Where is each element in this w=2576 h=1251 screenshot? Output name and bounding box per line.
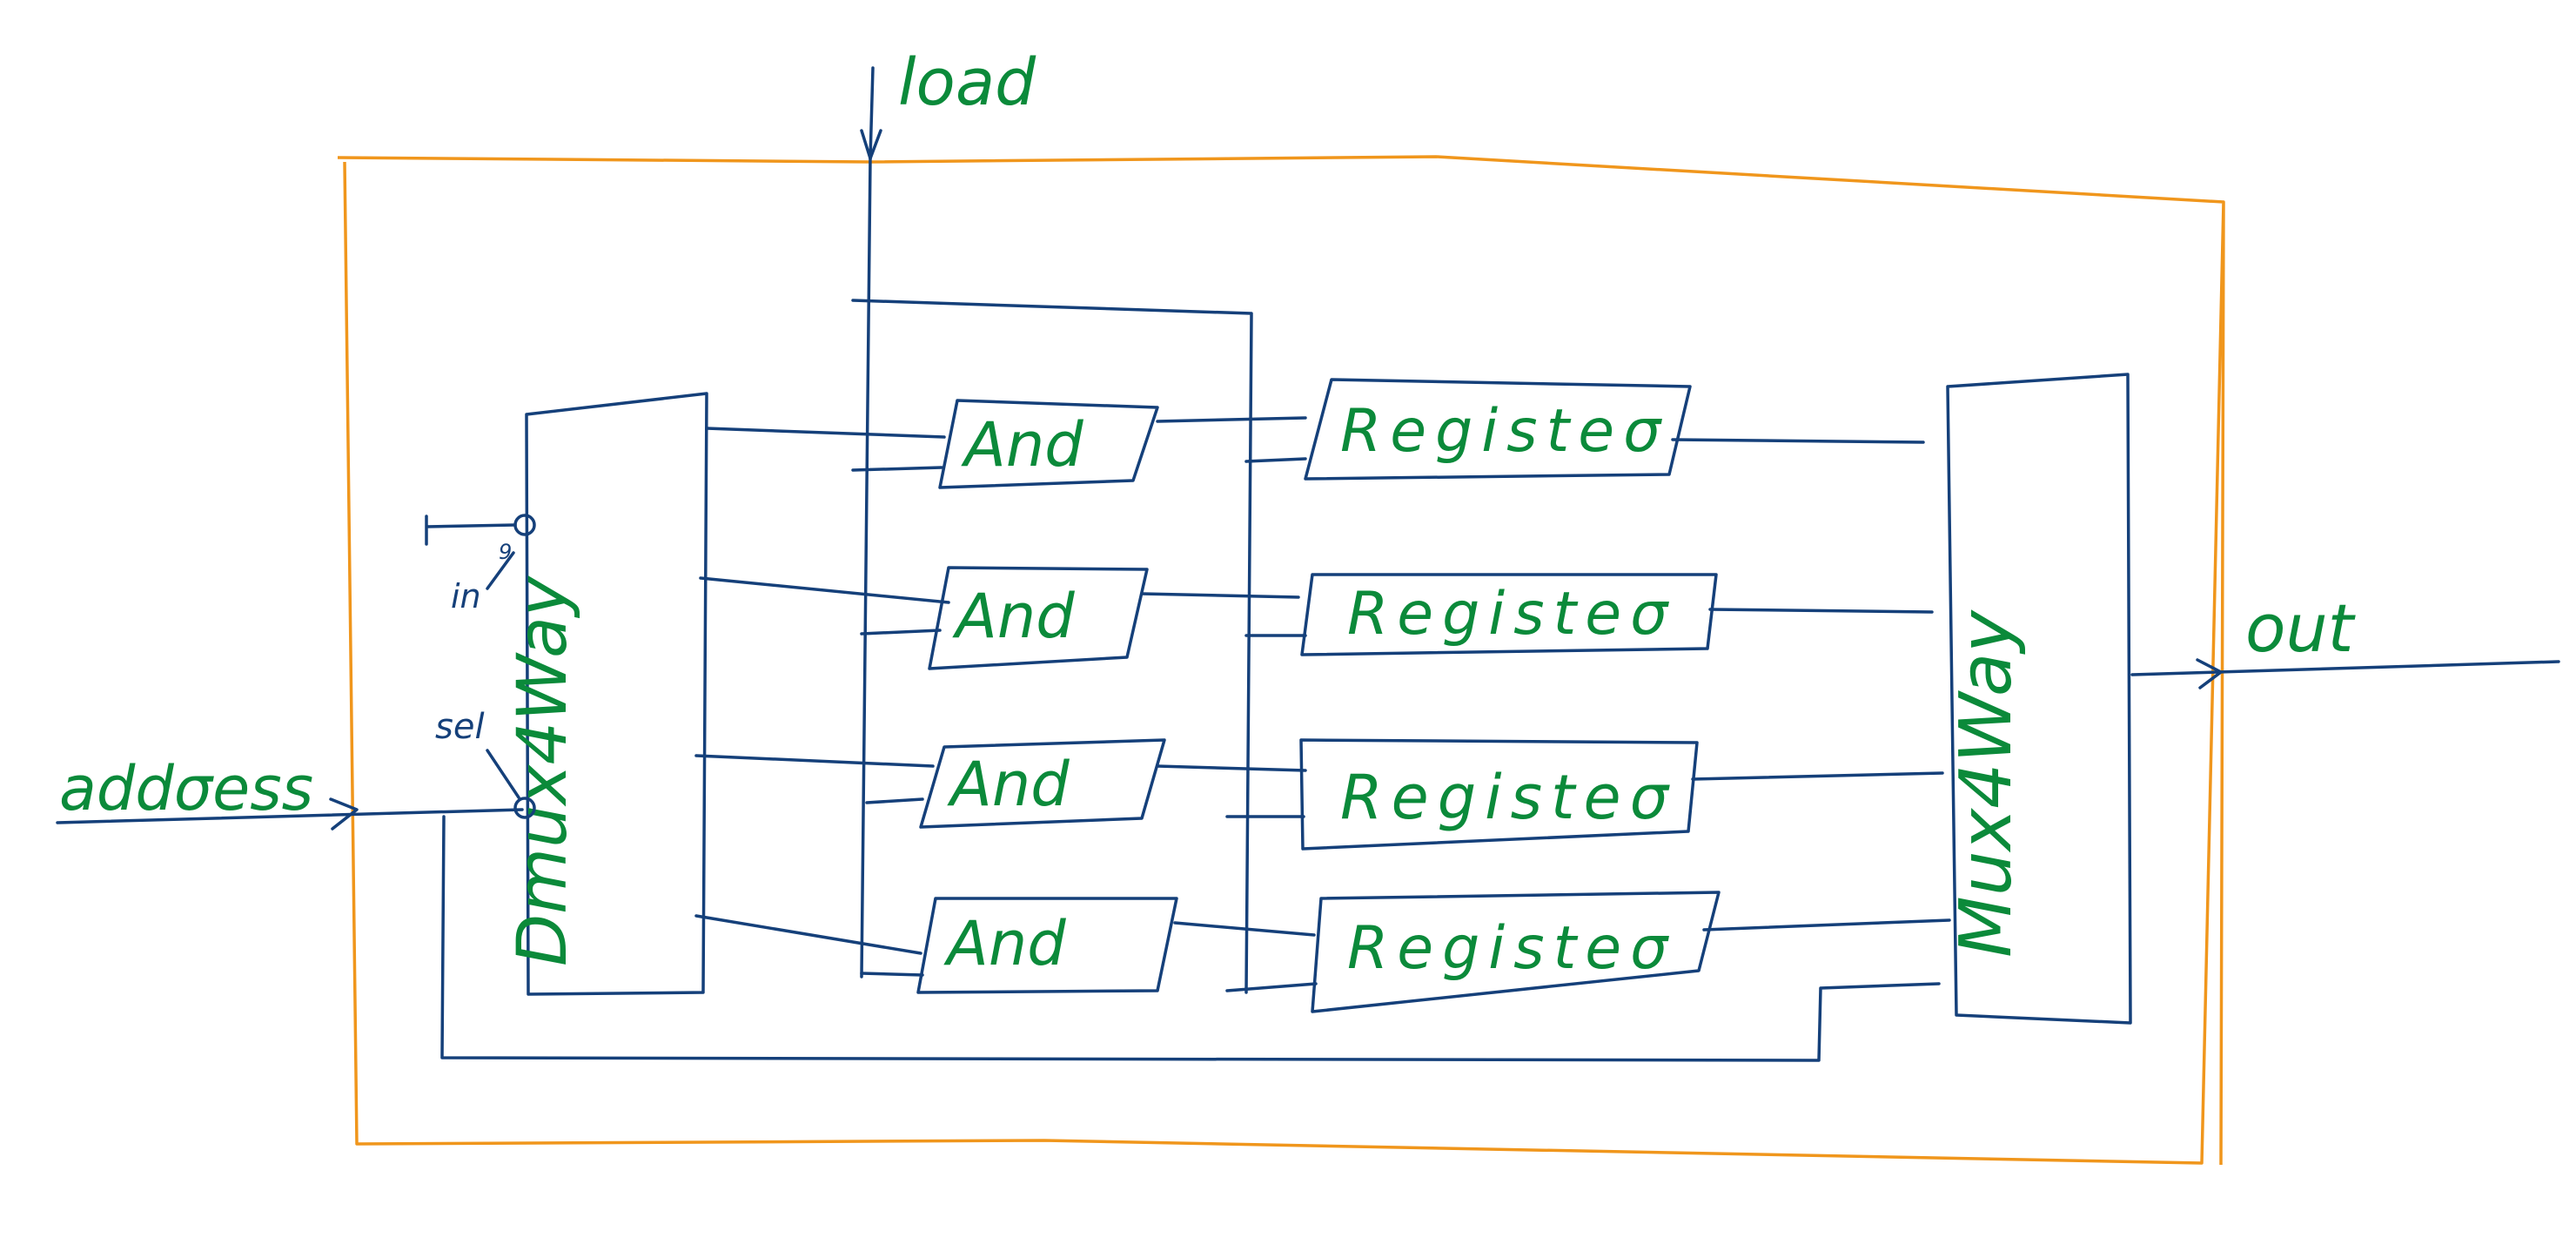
dmux-out-2 bbox=[694, 754, 935, 768]
and-gate-2-label: And bbox=[952, 581, 1075, 652]
mux4way-block bbox=[1946, 373, 2132, 1025]
and-gate-4-label: And bbox=[943, 908, 1066, 979]
in-bit-label: 9 bbox=[499, 540, 512, 564]
address-bus-to-mux bbox=[440, 815, 1941, 1062]
mux4way-label: Mux4Way bbox=[1945, 609, 2028, 958]
reg-load-1 bbox=[1244, 457, 1307, 463]
sel-label: sel bbox=[435, 707, 485, 747]
out-wire bbox=[2130, 660, 2560, 676]
and-gate-3-label: And bbox=[947, 749, 1070, 820]
in-label: in bbox=[451, 577, 481, 615]
reg-out-1 bbox=[1671, 438, 1925, 444]
register-2 bbox=[1300, 573, 1718, 656]
out-arrow-head bbox=[2196, 658, 2223, 689]
address-arrow-head bbox=[329, 797, 359, 831]
load-bus-top bbox=[851, 299, 1253, 994]
and-gate-4 bbox=[916, 897, 1178, 994]
dmux-out-3 bbox=[694, 914, 922, 955]
and-out-4 bbox=[1173, 921, 1316, 937]
dmux4way-label: Dmux4Way bbox=[504, 575, 582, 966]
in-pin bbox=[513, 514, 536, 536]
reg-out-4 bbox=[1702, 918, 1951, 932]
in-pointer bbox=[486, 551, 515, 590]
load-tap-0 bbox=[851, 466, 943, 472]
out-label: out bbox=[2245, 589, 2357, 667]
dmux4way-block bbox=[525, 392, 708, 996]
register-3 bbox=[1299, 738, 1699, 851]
register-4-label: Registeσ bbox=[1347, 914, 1676, 983]
dmux-out-1 bbox=[699, 576, 950, 604]
load-tap-1 bbox=[860, 629, 942, 636]
reg-load-4 bbox=[1225, 982, 1318, 992]
and-out-3 bbox=[1156, 764, 1307, 772]
and-out-1 bbox=[1156, 416, 1307, 423]
and-gate-1-label: And bbox=[961, 409, 1083, 481]
register-1-label: Registeσ bbox=[1340, 397, 1669, 466]
dmux-out-0 bbox=[705, 427, 946, 439]
load-bus bbox=[860, 157, 872, 979]
register-4 bbox=[1311, 891, 1721, 1013]
chip-boundary bbox=[337, 155, 2225, 1166]
load-label: load bbox=[898, 45, 1036, 120]
sel-pointer bbox=[486, 749, 520, 799]
address-wire bbox=[56, 808, 524, 824]
load-wire bbox=[869, 66, 875, 160]
in-wire bbox=[425, 515, 517, 546]
load-tap-3 bbox=[860, 972, 924, 977]
and-gate-2 bbox=[928, 566, 1149, 670]
address-label: addσess bbox=[59, 753, 313, 824]
register-2-label: Registeσ bbox=[1347, 580, 1676, 649]
register-1 bbox=[1304, 378, 1692, 481]
reg-out-2 bbox=[1708, 608, 1934, 614]
load-tap-2 bbox=[865, 797, 924, 804]
reg-out-3 bbox=[1691, 771, 1944, 781]
and-gate-3 bbox=[919, 738, 1166, 829]
sel-pin bbox=[513, 797, 536, 819]
and-gate-1 bbox=[938, 399, 1159, 489]
register-3-label: Registeσ bbox=[1340, 762, 1677, 833]
and-out-2 bbox=[1140, 592, 1300, 599]
